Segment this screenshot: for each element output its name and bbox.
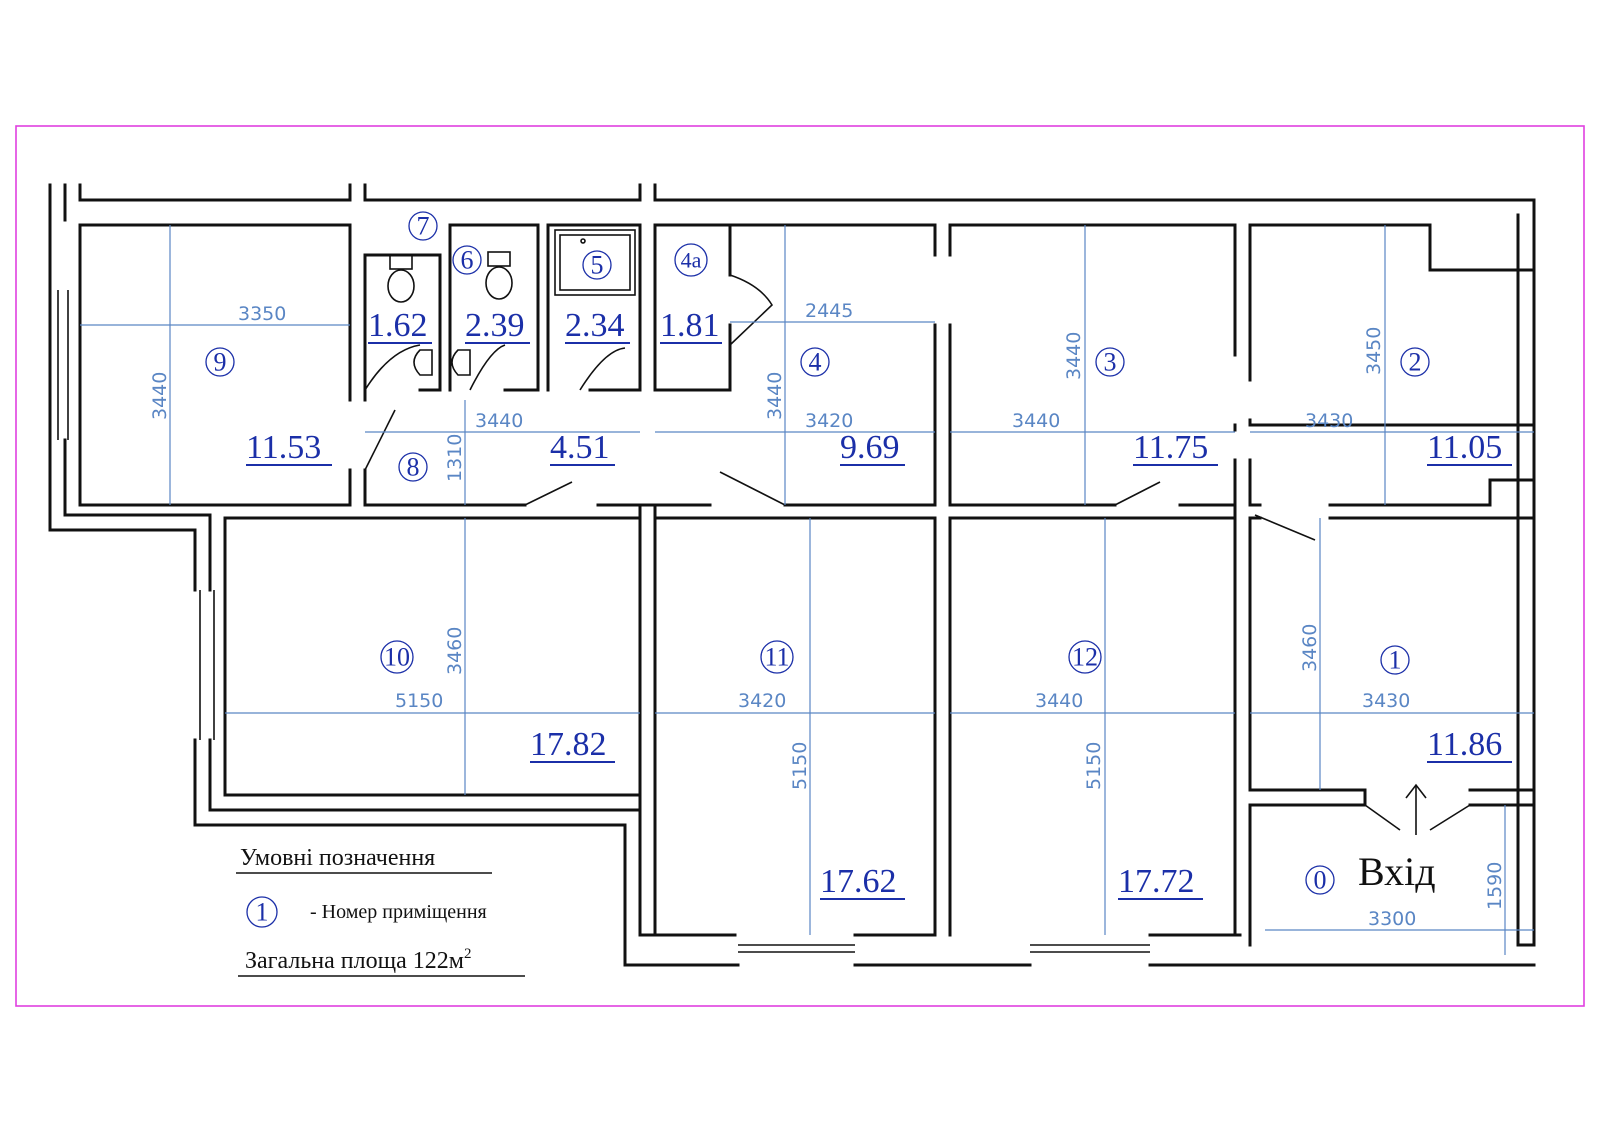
room-number-0: 0 bbox=[1314, 866, 1327, 895]
room-number-6: 6 bbox=[461, 246, 474, 275]
area-room-4a: 1.81 bbox=[660, 307, 720, 344]
area-room-2: 11.05 bbox=[1427, 429, 1502, 466]
sheet-frame bbox=[15, 125, 1585, 1007]
dimension-lines bbox=[80, 225, 1534, 955]
legend-total-area: Загальна площа 122м2 bbox=[245, 946, 471, 974]
walls bbox=[48, 183, 1536, 967]
room-number-12: 12 bbox=[1072, 643, 1098, 672]
dim-3-width: 3440 bbox=[1012, 410, 1060, 432]
dim-1-width: 3430 bbox=[1362, 690, 1410, 712]
dim-0-width: 3300 bbox=[1368, 908, 1416, 930]
dim-2-height: 3450 bbox=[1363, 327, 1385, 375]
legend-symbol: 1 bbox=[256, 898, 269, 927]
area-room-12: 17.72 bbox=[1118, 863, 1195, 900]
dim-4-height: 3440 bbox=[764, 372, 786, 420]
legend-title: Умовні позначення bbox=[240, 845, 435, 871]
area-room-10: 17.82 bbox=[530, 726, 607, 763]
area-room-7: 1.62 bbox=[368, 307, 428, 344]
dim-12-height: 5150 bbox=[1083, 742, 1105, 790]
room-number-8: 8 bbox=[407, 453, 420, 482]
room-number-10: 10 bbox=[384, 643, 410, 672]
area-room-1: 11.86 bbox=[1427, 726, 1502, 763]
room-number-7: 7 bbox=[417, 212, 430, 241]
dim-12-width: 3440 bbox=[1035, 690, 1083, 712]
room-number-3: 3 bbox=[1104, 348, 1117, 377]
dim-8-height: 1310 bbox=[444, 434, 466, 482]
area-room-4: 9.69 bbox=[840, 429, 900, 466]
dim-4-width: 3420 bbox=[805, 410, 853, 432]
dim-0-height: 1590 bbox=[1484, 862, 1506, 910]
dim-4-width-top: 2445 bbox=[805, 300, 853, 322]
dim-8-width: 3440 bbox=[475, 410, 523, 432]
area-room-5: 2.34 bbox=[565, 307, 625, 344]
dim-9-height: 3440 bbox=[149, 372, 171, 420]
room-number-5: 5 bbox=[591, 251, 604, 280]
dim-10-width: 5150 bbox=[395, 690, 443, 712]
legend-room-number-label: - Номер приміщення bbox=[310, 901, 487, 923]
entrance-label: Вхід bbox=[1358, 849, 1436, 894]
room-areas: 11.53 1.62 2.39 2.34 1.81 4.51 9.69 11.7… bbox=[246, 307, 1512, 900]
area-room-6: 2.39 bbox=[465, 307, 525, 344]
area-room-3: 11.75 bbox=[1133, 429, 1208, 466]
dimension-labels: 3350 3440 3440 1310 2445 3440 3420 3440 … bbox=[149, 300, 1506, 930]
room-number-1: 1 bbox=[1389, 646, 1402, 675]
doors bbox=[364, 238, 1471, 835]
dim-3-height: 3440 bbox=[1063, 332, 1085, 380]
area-room-8: 4.51 bbox=[550, 429, 610, 466]
room-number-4a: 4а bbox=[681, 248, 702, 273]
dim-10-height: 3460 bbox=[444, 627, 466, 675]
dim-1-height: 3460 bbox=[1299, 624, 1321, 672]
room-number-2: 2 bbox=[1409, 348, 1422, 377]
dim-11-width: 3420 bbox=[738, 690, 786, 712]
area-room-11: 17.62 bbox=[820, 863, 897, 900]
dim-9-width: 3350 bbox=[238, 303, 286, 325]
room-number-11: 11 bbox=[764, 643, 789, 672]
room-numbers: 9 7 6 5 4а 8 4 3 2 10 11 12 1 0 bbox=[205, 211, 1430, 895]
dim-2-width: 3430 bbox=[1305, 410, 1353, 432]
dim-11-height: 5150 bbox=[789, 742, 811, 790]
room-number-4: 4 bbox=[809, 348, 822, 377]
room-number-9: 9 bbox=[214, 348, 227, 377]
legend: Умовні позначення 1 - Номер приміщення З… bbox=[236, 845, 525, 977]
area-room-9: 11.53 bbox=[246, 429, 321, 466]
